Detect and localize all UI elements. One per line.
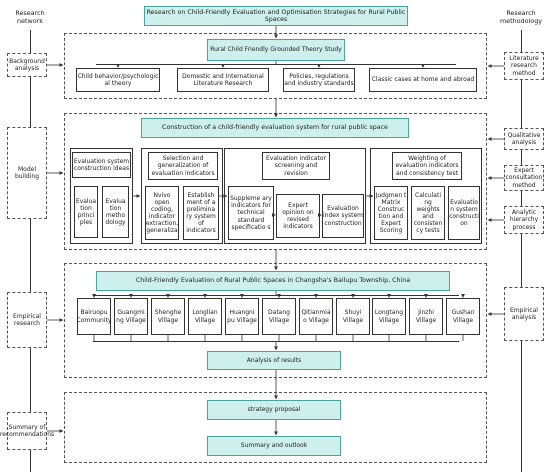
- analysis-of-results: Analysis of results: [207, 351, 341, 370]
- s1-item-child-theory: Child behavior/psychologic al theory: [76, 68, 160, 92]
- s1-item-policies: Policies, regulations and industry stand…: [283, 68, 355, 92]
- section-grounded-theory: [64, 33, 487, 99]
- ideas-item-methodology: Evalua tion metho dology: [102, 186, 129, 238]
- group-screening-title: Evaluation indicator screening and revis…: [262, 152, 330, 180]
- label-literature-research-method: Literature research method: [504, 52, 544, 80]
- group-selection-title: Selection and generalization of evaluati…: [148, 152, 218, 180]
- village-shenghe: Shenghe Village: [151, 298, 185, 335]
- village-bairuopu: Bairuopu Community: [77, 298, 111, 335]
- selection-item-nvivo: Nvivo open coding, indicator extraction,…: [145, 186, 179, 240]
- research-network-header: Research network: [15, 9, 45, 25]
- network-line-right: [521, 30, 522, 472]
- grounded-theory-title: Rural Child Friendly Grounded Theory Stu…: [207, 39, 345, 61]
- page-title: Research on Child-Friendly Evaluation an…: [144, 6, 408, 26]
- summary-and-outlook: Summary and outlook: [207, 436, 341, 456]
- s1-item-classic-cases: Classic cases at home and abroad: [369, 68, 477, 92]
- label-background-analysis: Background analysis: [7, 53, 47, 77]
- village-longtang: Longtang Village: [372, 298, 406, 335]
- label-empirical-analysis: Empirical analysis: [504, 287, 544, 341]
- village-shuyi: Shuyi Village: [336, 298, 370, 335]
- screening-item-index-system: Evaluation index system construction: [322, 194, 364, 238]
- village-guangming: Guangmi ng Village: [114, 298, 148, 335]
- screening-item-supplementary: Suppleme ary indicators for technical st…: [228, 186, 274, 240]
- group-ideas-title: Evaluation system construction ideas: [72, 152, 131, 178]
- village-longlian: Longlian Village: [188, 298, 222, 335]
- research-methodology-header: Research methodology: [499, 9, 543, 25]
- s1-item-literature: Domestic and International Literature Re…: [177, 68, 269, 92]
- weighting-item-judgment-matrix: Judgmen t Matrix Construc tion and Exper…: [374, 186, 408, 240]
- weighting-item-construction: Evaluatio n system constructi on: [448, 186, 480, 240]
- section-recommendations: [64, 392, 487, 463]
- label-qualitative-analysis: Qualitative analysis: [504, 128, 544, 150]
- village-qitianmiao: Qitianmia o Village: [299, 298, 333, 335]
- label-model-building: Model building: [7, 127, 47, 219]
- label-analytic-hierarchy-process: Analytic hierarchy process: [504, 206, 544, 234]
- network-line-left: [30, 30, 31, 472]
- group-ideas-frame: [70, 148, 133, 244]
- village-huangnipu: Huangni pu Village: [225, 298, 259, 335]
- label-empirical-research: Empirical research: [7, 292, 47, 348]
- village-jinzhi: Jinzhi Village: [409, 298, 443, 335]
- section-empirical-evaluation: [64, 263, 487, 378]
- group-weighting-title: Weighting of evaluation indicators and c…: [392, 152, 462, 180]
- ideas-item-principles: Evalua tion princi ples: [74, 186, 98, 238]
- evaluation-system-title: Construction of a child-friendly evaluat…: [141, 118, 409, 138]
- label-summary-recommendations: Summary of recommendations: [0, 412, 54, 450]
- village-gushan: Gushan Village: [446, 298, 480, 335]
- empirical-title: Child-Friendly Evaluation of Rural Publi…: [96, 271, 450, 291]
- villages-bracket-top: [93, 295, 459, 296]
- s1-bracket: [96, 64, 456, 65]
- village-datang: Datang Village: [262, 298, 296, 335]
- strategy-proposal: strategy proposal: [207, 400, 341, 420]
- label-expert-consultation-method: Expert consultation method: [504, 165, 544, 191]
- selection-item-preliminary: Establish ment of a prelimina ry system …: [183, 186, 219, 240]
- weighting-item-weights: Calculati ng weights and consisten cy te…: [411, 186, 445, 240]
